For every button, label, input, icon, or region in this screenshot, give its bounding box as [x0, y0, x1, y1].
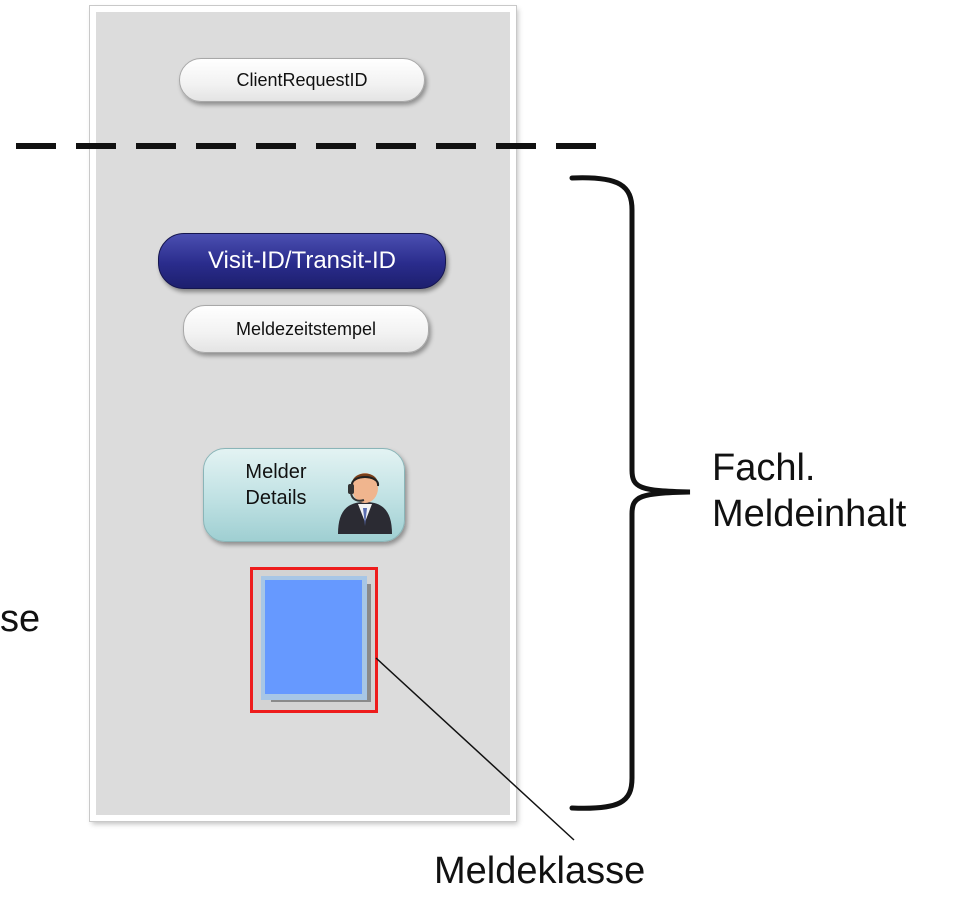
melder-details-pill: Melder Details: [203, 448, 405, 542]
visit-transit-id-label: Visit-ID/Transit-ID: [207, 247, 396, 274]
meldeinhalt-label: Meldeinhalt: [712, 493, 907, 535]
left-cutoff-label: se: [0, 598, 41, 640]
person-headset-icon: [338, 473, 392, 534]
meldezeitstempel-label: Meldezeitstempel: [235, 318, 377, 339]
meldeklasse-pointer: [375, 657, 575, 841]
client-request-id-pill: ClientRequestID: [179, 58, 425, 102]
melder-label: Melder: [245, 461, 307, 483]
right-brace: [569, 175, 691, 811]
client-request-id-label: ClientRequestID: [236, 69, 368, 90]
details-label: Details: [245, 487, 307, 509]
meldeklasse-label: Meldeklasse: [434, 850, 646, 892]
melder-details-text: Melder Details: [216, 459, 336, 511]
fachl-label: Fachl.: [712, 447, 816, 489]
fachl-meldeinhalt-label: Fachl. Meldeinhalt: [712, 445, 906, 537]
meldeklasse-highlight: [250, 567, 378, 713]
meldezeitstempel-pill: Meldezeitstempel: [183, 305, 429, 353]
visit-transit-id-pill: Visit-ID/Transit-ID: [158, 233, 446, 289]
document-icon: [265, 580, 362, 694]
